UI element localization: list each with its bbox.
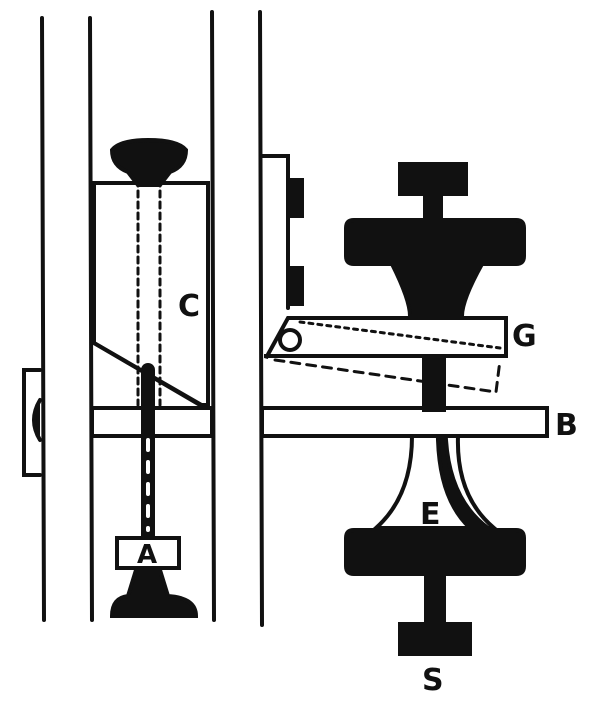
s-bottom-cap — [398, 622, 472, 656]
upper-cone — [388, 262, 486, 318]
label-e: E — [420, 497, 441, 532]
frame-line-4 — [258, 10, 264, 627]
frame-line-2 — [88, 16, 94, 622]
bar-b-right-segment — [260, 406, 549, 438]
label-b: B — [555, 408, 578, 443]
label-a: A — [137, 540, 157, 570]
lower-thread — [424, 572, 446, 626]
side-bracket — [22, 368, 42, 477]
arm-g-dotted-top — [298, 320, 502, 350]
arm-g-pivot — [278, 328, 302, 352]
label-g: G — [512, 319, 537, 354]
upright-tab-1 — [288, 178, 304, 218]
a-bottom-thumbscrew — [109, 568, 199, 618]
arm-g-dashed-swing — [273, 358, 502, 394]
c-top-thumbscrew — [109, 137, 189, 187]
upright-tab-2 — [288, 266, 304, 306]
s-top-cap — [398, 162, 468, 196]
side-bracket-knob — [32, 398, 42, 442]
big-upper-knob — [344, 218, 526, 266]
label-s: S — [422, 663, 444, 698]
label-c: C — [178, 289, 200, 324]
big-lower-knob — [344, 528, 526, 576]
upright-plate — [260, 154, 290, 310]
arm-g — [264, 316, 508, 359]
frame-line-3 — [210, 10, 216, 622]
collar-a — [115, 536, 181, 570]
frame-line-1 — [40, 16, 46, 622]
threaded-spindle — [422, 356, 446, 412]
